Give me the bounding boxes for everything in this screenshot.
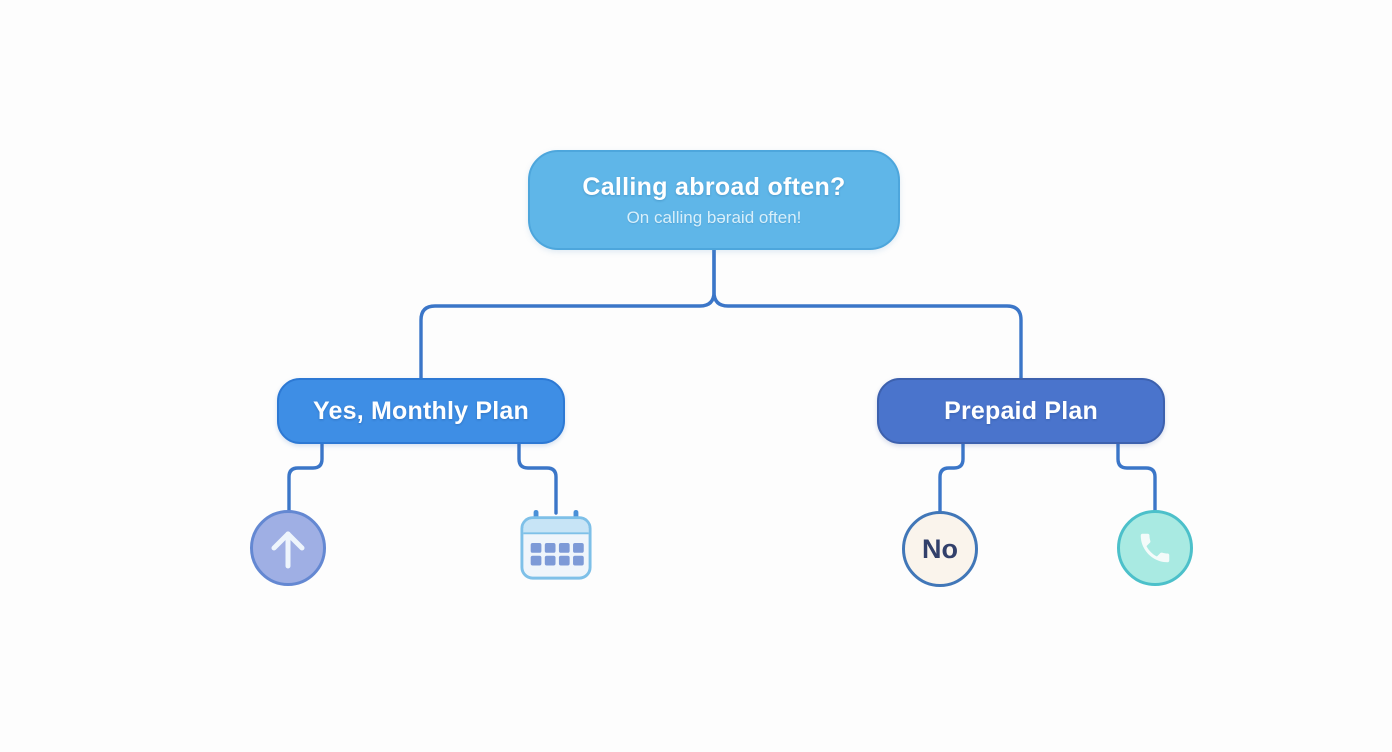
root-node-subtitle: On calling bəraid often! — [626, 207, 802, 227]
edge-left-to-arrow — [287, 440, 324, 516]
edge-right-to-no — [938, 440, 965, 517]
no-badge-label: No — [922, 533, 958, 564]
edge-root-to-left — [419, 248, 716, 382]
no-badge: No — [902, 511, 978, 587]
root-node: Calling abroad often? On calling bəraid … — [528, 150, 900, 250]
calendar-icon — [519, 508, 593, 582]
branch-node-prepaid-plan: Prepaid Plan — [877, 378, 1165, 444]
edge-left-to-calendar — [517, 440, 558, 515]
branch-node-monthly-plan: Yes, Monthly Plan — [277, 378, 565, 444]
branch-node-prepaid-label: Prepaid Plan — [944, 396, 1098, 425]
phone-icon — [1117, 510, 1193, 586]
edge-right-to-phone — [1116, 440, 1157, 516]
edge-root-to-right — [712, 248, 1023, 382]
root-node-title: Calling abroad often? — [582, 172, 846, 201]
arrow-up-icon — [250, 510, 326, 586]
branch-node-monthly-label: Yes, Monthly Plan — [313, 396, 529, 425]
